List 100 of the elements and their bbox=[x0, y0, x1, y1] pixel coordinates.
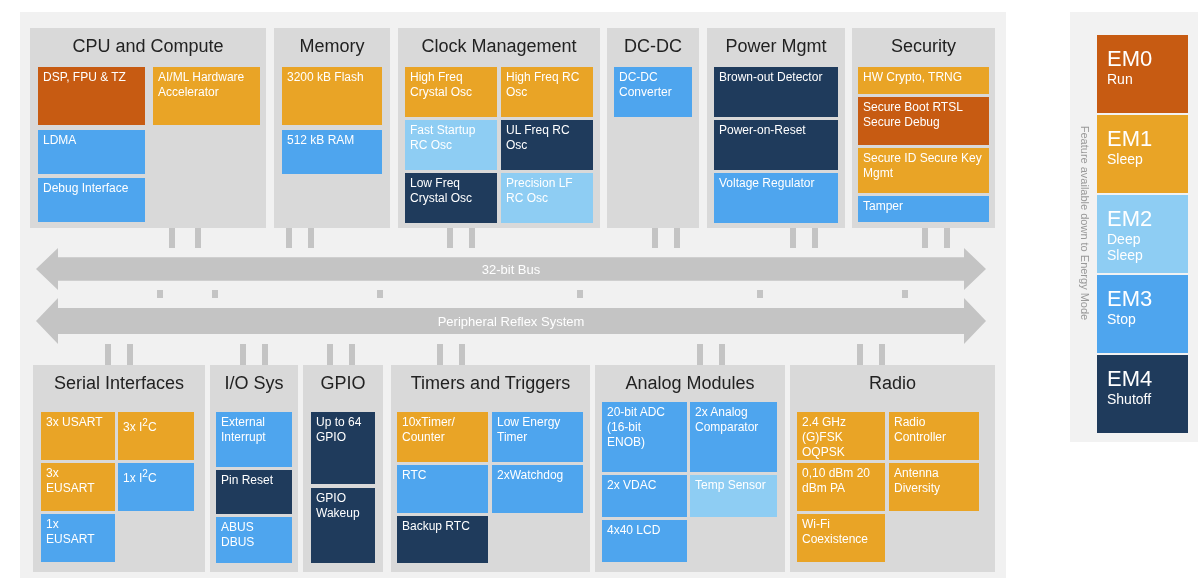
feature-block: 512 kB RAM bbox=[282, 130, 382, 174]
energy-mode-state: Sleep bbox=[1107, 151, 1144, 167]
bus-connector bbox=[212, 290, 218, 298]
feature-block: 10xTimer/ Counter bbox=[397, 412, 488, 462]
bus-connector bbox=[262, 344, 268, 365]
bus-connector bbox=[459, 344, 465, 365]
bus-connector bbox=[437, 344, 443, 365]
legend-title: Feature available down to Energy Mode bbox=[1079, 124, 1091, 323]
bus-label: Peripheral Reflex System bbox=[437, 313, 585, 329]
bus-connector bbox=[902, 290, 908, 298]
module-title: Timers and Triggers bbox=[409, 373, 572, 394]
feature-block: Secure ID Secure Key Mgmt bbox=[858, 148, 989, 193]
module-title: Security bbox=[890, 36, 957, 57]
energy-mode-name: EM3 bbox=[1107, 287, 1154, 311]
bus-connector bbox=[944, 228, 950, 248]
bus-connector bbox=[879, 344, 885, 365]
module-panel bbox=[274, 28, 390, 228]
module-panel bbox=[607, 28, 699, 228]
feature-block: External Interrupt bbox=[216, 412, 292, 467]
feature-block: DSP, FPU & TZ bbox=[38, 67, 145, 125]
bus-connector bbox=[157, 290, 163, 298]
feature-block: Low Freq Crystal Osc bbox=[405, 173, 497, 223]
feature-block: Radio Controller bbox=[889, 412, 979, 460]
module-panel bbox=[210, 365, 298, 572]
module-title: GPIO bbox=[319, 373, 367, 394]
feature-block: 1x I$^{2}$C bbox=[118, 463, 194, 511]
bus-connector bbox=[674, 228, 680, 248]
module-panel bbox=[707, 28, 845, 228]
energy-mode-state: Stop bbox=[1107, 311, 1137, 327]
module-title: DC-DC bbox=[623, 36, 683, 57]
feature-block: Wi-Fi Coexistence bbox=[797, 514, 885, 562]
bus-connector bbox=[577, 290, 583, 298]
feature-block: Antenna Diversity bbox=[889, 463, 979, 511]
feature-block: 0,10 dBm 20 dBm PA bbox=[797, 463, 885, 511]
feature-block: LDMA bbox=[38, 130, 145, 174]
feature-block: Voltage Regulator bbox=[714, 173, 838, 223]
feature-block: 3x EUSART bbox=[41, 463, 115, 511]
bus-connector bbox=[240, 344, 246, 365]
feature-block: Pin Reset bbox=[216, 470, 292, 514]
feature-block: 3x USART bbox=[41, 412, 115, 460]
system-bus bbox=[36, 248, 986, 290]
bus-connector bbox=[377, 290, 383, 298]
feature-block: 2xWatchdog bbox=[492, 465, 583, 513]
bus-label: 32-bit Bus bbox=[481, 261, 541, 277]
feature-block: 1x EUSART bbox=[41, 514, 115, 562]
energy-mode-name: EM4 bbox=[1107, 367, 1154, 391]
feature-block: Debug Interface bbox=[38, 178, 145, 222]
module-panel bbox=[398, 28, 600, 228]
module-panel bbox=[33, 365, 205, 572]
feature-block: 2x VDAC bbox=[602, 475, 687, 517]
bus-connector bbox=[105, 344, 111, 365]
feature-block: 3200 kB Flash bbox=[282, 67, 382, 125]
module-title: Memory bbox=[298, 36, 366, 57]
bus-connector bbox=[349, 344, 355, 365]
module-panel bbox=[303, 365, 383, 572]
module-panel bbox=[790, 365, 995, 572]
feature-block: Fast Startup RC Osc bbox=[405, 120, 497, 170]
bus-connector bbox=[447, 228, 453, 248]
energy-mode-state: Run bbox=[1107, 71, 1134, 87]
bus-connector bbox=[308, 228, 314, 248]
feature-block: HW Crypto, TRNG bbox=[858, 67, 989, 94]
bus-connector bbox=[327, 344, 333, 365]
module-panel bbox=[391, 365, 590, 572]
module-title: Analog Modules bbox=[624, 373, 756, 394]
bus-connector bbox=[697, 344, 703, 365]
module-title: I/O Sys bbox=[223, 373, 285, 394]
module-panel bbox=[852, 28, 995, 228]
feature-block: Tamper bbox=[858, 196, 989, 222]
energy-mode-state: Shutoff bbox=[1107, 391, 1153, 407]
energy-mode-state: Deep Sleep bbox=[1107, 231, 1144, 263]
module-title: Radio bbox=[868, 373, 917, 394]
feature-block: RTC bbox=[397, 465, 488, 513]
feature-block: Low Energy Timer bbox=[492, 412, 583, 462]
bus-connector bbox=[790, 228, 796, 248]
feature-block: UL Freq RC Osc bbox=[501, 120, 593, 170]
bus-connector bbox=[652, 228, 658, 248]
bus-connector bbox=[169, 228, 175, 248]
bus-connector bbox=[195, 228, 201, 248]
feature-block: 2.4 GHz (G)FSK OQPSK bbox=[797, 412, 885, 460]
feature-block: GPIO Wakeup bbox=[311, 488, 375, 563]
feature-block: High Freq Crystal Osc bbox=[405, 67, 497, 117]
bus-connector bbox=[286, 228, 292, 248]
bus-connector bbox=[757, 290, 763, 298]
module-title: Serial Interfaces bbox=[52, 373, 186, 394]
feature-block: 20-bit ADC (16-bit ENOB) bbox=[602, 402, 687, 472]
feature-block: Backup RTC bbox=[397, 516, 488, 563]
energy-mode-name: EM1 bbox=[1107, 127, 1154, 151]
feature-block: ABUS DBUS bbox=[216, 517, 292, 563]
module-panel bbox=[595, 365, 785, 572]
module-title: CPU and Compute bbox=[71, 36, 225, 57]
feature-block: Brown-out Detector bbox=[714, 67, 838, 117]
bus-connector bbox=[812, 228, 818, 248]
bus-connector bbox=[922, 228, 928, 248]
module-panel bbox=[30, 28, 266, 228]
feature-block: Precision LF RC Osc bbox=[501, 173, 593, 223]
energy-mode-name: EM0 bbox=[1107, 47, 1154, 71]
feature-block: Temp Sensor bbox=[690, 475, 777, 517]
bus-connector bbox=[857, 344, 863, 365]
feature-block: 3x I$^{2}$C bbox=[118, 412, 194, 460]
module-title: Power Mgmt bbox=[724, 36, 828, 57]
